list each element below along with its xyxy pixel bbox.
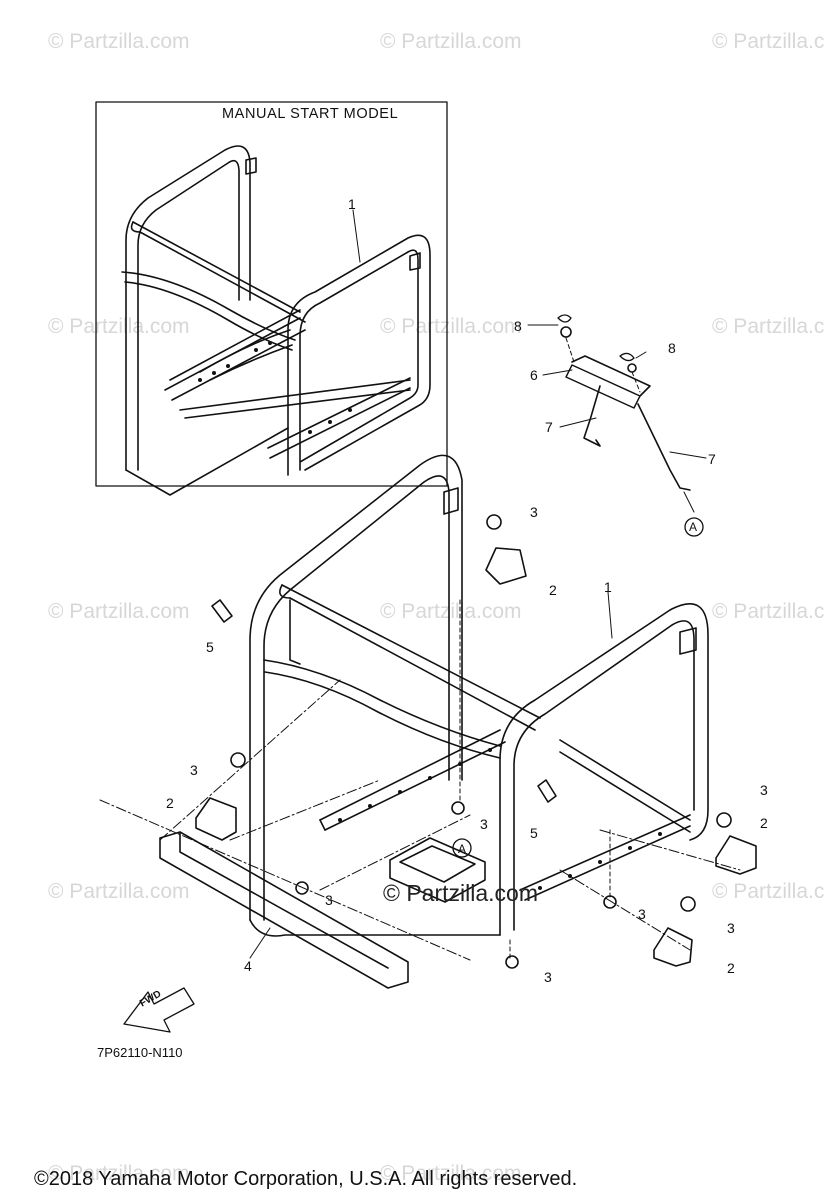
callout-label: 2 [727, 960, 735, 976]
watermark: © Partzilla.com [380, 315, 522, 338]
inset-frame-drawing [121, 145, 431, 496]
callout-label: 3 [480, 816, 488, 832]
callout-label: 3 [544, 969, 552, 985]
callout-label: 7 [545, 419, 553, 435]
callout-label: 6 [530, 367, 538, 383]
callout-label: A [458, 842, 467, 856]
callout-label: 5 [530, 825, 538, 841]
inset-box [95, 101, 448, 487]
watermark: © Partzilla.com [380, 1162, 522, 1185]
copyright-notice: ©2018 Yamaha Motor Corporation, U.S.A. A… [34, 1168, 578, 1190]
callout-label: 1 [348, 196, 356, 212]
callout-label: 4 [244, 958, 252, 974]
callout-label: 2 [760, 815, 768, 831]
bolts-drawing [211, 599, 557, 803]
callout-label: 2 [166, 795, 174, 811]
inset-title: MANUAL START MODEL [222, 106, 399, 122]
callout-label: 3 [190, 762, 198, 778]
watermark: © Partzilla.com [48, 600, 190, 623]
callout-label: 8 [668, 340, 676, 356]
watermark: © Partzilla.com [712, 30, 824, 53]
callout-label: 3 [530, 504, 538, 520]
watermark: © Partzilla.com [380, 30, 522, 53]
callout-label: 7 [708, 451, 716, 467]
bracket-assembly-drawing [527, 314, 707, 537]
watermark: © Partzilla.com [48, 1162, 190, 1185]
center-watermark: © Partzilla.com [383, 880, 538, 906]
callout-label: 5 [206, 639, 214, 655]
watermark: © Partzilla.com [48, 30, 190, 53]
assembly-lines [99, 599, 741, 961]
watermark: © Partzilla.com [712, 315, 824, 338]
rubber-mounts-drawing [195, 547, 757, 967]
watermark: © Partzilla.com [48, 880, 190, 903]
drawing-code: 7P62110-N110 [97, 1045, 183, 1060]
callout-label: 2 [549, 582, 557, 598]
callout-label: 1 [604, 579, 612, 595]
fwd-arrow-icon [123, 987, 195, 1033]
callout-label: 3 [325, 892, 333, 908]
callout-label: 3 [760, 782, 768, 798]
watermark: © Partzilla.com [712, 600, 824, 623]
callout-label: 3 [727, 920, 735, 936]
callout-label: 3 [638, 906, 646, 922]
skid-rail-drawing [159, 831, 409, 989]
main-frame-drawing [249, 454, 709, 937]
watermark: © Partzilla.com [712, 880, 824, 903]
callout-label: A [689, 520, 698, 534]
watermark: © Partzilla.com [48, 315, 190, 338]
watermark: © Partzilla.com [380, 600, 522, 623]
callout-label: 8 [514, 318, 522, 334]
